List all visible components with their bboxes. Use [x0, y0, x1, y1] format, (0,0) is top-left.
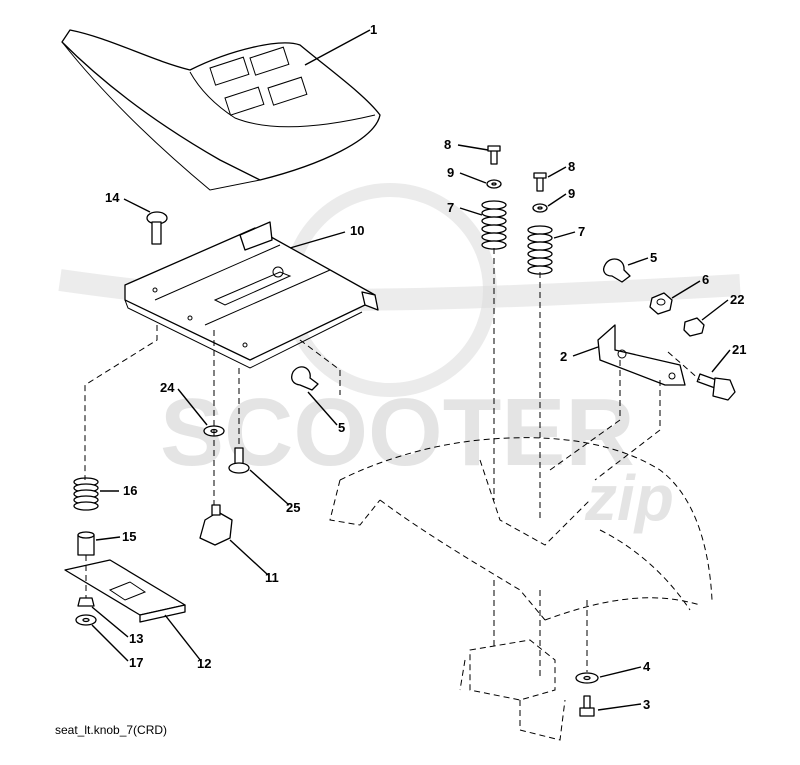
fender [329, 437, 713, 741]
carriage-bolt-14 [146, 211, 168, 245]
leader-lines [91, 29, 731, 711]
callout-5-left: 5 [338, 420, 345, 435]
callout-12: 12 [197, 656, 211, 671]
callout-22: 22 [730, 292, 744, 307]
callout-3: 3 [643, 697, 650, 712]
washer-9-left [486, 179, 502, 189]
diagram-caption: seat_lt.knob_7(CRD) [55, 723, 167, 737]
spring-16 [73, 477, 99, 511]
callout-2: 2 [560, 349, 567, 364]
callout-7-left: 7 [447, 200, 454, 215]
spring-7-right [527, 225, 553, 275]
callout-9-left: 9 [447, 165, 454, 180]
alignment-lines [84, 248, 701, 680]
callout-1: 1 [370, 22, 377, 37]
bolt-25 [228, 447, 250, 474]
watermark-suffix: zip [584, 462, 674, 534]
seat [61, 29, 381, 191]
nut-22 [683, 317, 705, 337]
callout-4: 4 [643, 659, 651, 674]
washer-9-right [532, 203, 548, 213]
knob-11 [199, 504, 233, 546]
callout-7-right: 7 [578, 224, 585, 239]
bolt-8-left [487, 145, 501, 165]
clip-5-left [291, 366, 319, 391]
callout-24: 24 [160, 380, 175, 395]
callout-9-right: 9 [568, 186, 575, 201]
bolt-21 [696, 373, 736, 401]
bolt-3 [579, 695, 595, 717]
callout-17: 17 [129, 655, 143, 670]
spring-7-left [481, 200, 507, 250]
callout-6: 6 [702, 272, 709, 287]
nut-13 [77, 597, 95, 607]
spacer-15 [77, 531, 95, 556]
callout-8-left: 8 [444, 137, 451, 152]
callout-13: 13 [129, 631, 143, 646]
callouts: 1 10 14 24 5 25 11 16 15 12 13 17 8 9 7 … [105, 22, 746, 712]
callout-14: 14 [105, 190, 120, 205]
clip-5-right [603, 258, 631, 283]
callout-10: 10 [350, 223, 364, 238]
bracket-2 [597, 324, 686, 386]
callout-11: 11 [265, 570, 279, 585]
nut-6 [649, 292, 673, 315]
seat-pan [124, 221, 379, 369]
callout-16: 16 [123, 483, 137, 498]
callout-15: 15 [122, 529, 136, 544]
callout-5-right: 5 [650, 250, 657, 265]
washer-17 [75, 614, 97, 626]
callout-21: 21 [732, 342, 746, 357]
washer-4 [575, 672, 599, 684]
callout-8-right: 8 [568, 159, 575, 174]
callout-25: 25 [286, 500, 300, 515]
bracket-12 [64, 559, 186, 623]
bolt-8-right [533, 172, 547, 192]
